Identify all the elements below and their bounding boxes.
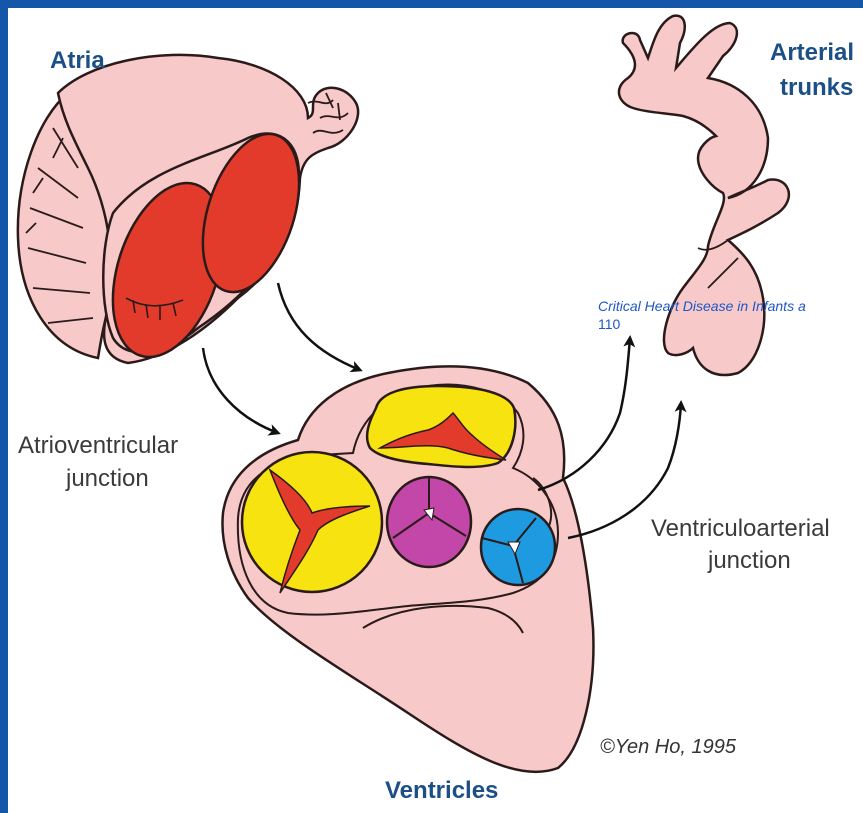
arrow-atria-to-ventricles-left <box>203 348 278 433</box>
copyright-notice: ©Yen Ho, 1995 <box>600 736 737 758</box>
heart-junction-diagram: Atria Arterial trunks Atrioventricular j… <box>8 8 863 813</box>
arterial-trunks-label-line2: trunks <box>780 74 853 101</box>
arterial-trunks-illustration <box>619 16 789 375</box>
citation-link[interactable]: Critical Heart Disease in Infants a <box>598 298 806 314</box>
atria-illustration <box>18 55 358 371</box>
ventricles-label: Ventricles <box>385 777 498 804</box>
arterial-trunks-label-line1: Arterial <box>770 39 854 66</box>
va-junction-label-line2: junction <box>707 547 791 574</box>
av-junction-label-line2: junction <box>65 465 149 492</box>
va-junction-label-line1: Ventriculoarterial <box>651 515 830 542</box>
av-junction-label-line1: Atrioventricular <box>18 432 178 459</box>
ventricles-illustration <box>222 366 593 771</box>
citation-page-number: 110 <box>598 316 621 332</box>
atria-label: Atria <box>50 47 105 74</box>
diagram-panel: Atria Arterial trunks Atrioventricular j… <box>8 8 863 813</box>
aorta-and-pulmonary-trunk <box>619 16 789 375</box>
arrow-atria-to-ventricles-right <box>278 283 360 370</box>
